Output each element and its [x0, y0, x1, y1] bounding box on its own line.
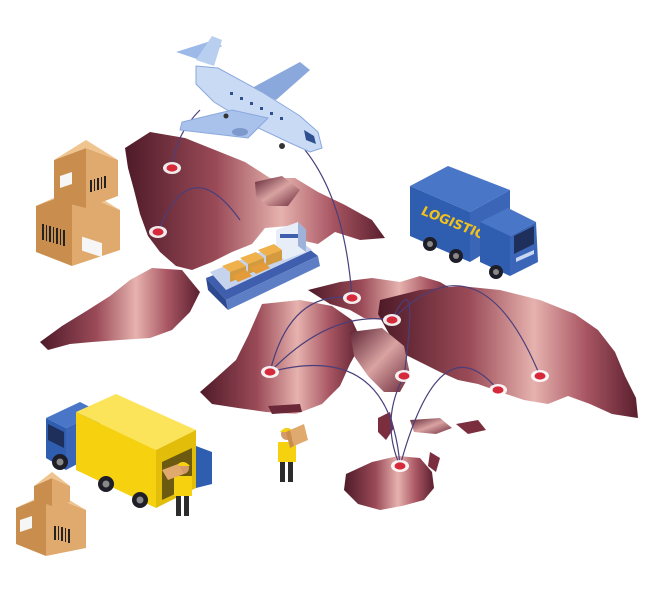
airplane-tail-fin	[196, 36, 222, 66]
islands-indonesia	[410, 418, 452, 434]
continent-australia	[344, 456, 434, 510]
route-plane-to-europe	[304, 149, 353, 299]
island-small	[268, 404, 302, 414]
route-europe-to-asia2	[391, 298, 411, 377]
route-asia2-to-australia	[399, 366, 499, 467]
barcode-icon	[42, 224, 65, 246]
route-europe-to-asia	[391, 285, 541, 377]
route-africa-to-europe	[269, 296, 353, 373]
continent-greenland	[255, 176, 300, 206]
continent-asia	[378, 286, 638, 418]
van-windshield	[48, 424, 64, 448]
route-na-to-na2	[157, 187, 241, 233]
pin	[489, 384, 507, 396]
worker-loading-van	[162, 462, 192, 516]
logistics-truck: LOGISTICS	[410, 166, 538, 279]
pin	[395, 370, 413, 382]
van-door	[196, 446, 212, 488]
route-plane-to-na	[171, 109, 201, 169]
airplane-cockpit	[304, 130, 316, 144]
pin	[163, 162, 181, 174]
barcode-icon	[54, 526, 70, 543]
continent-south-america	[40, 268, 200, 350]
pin	[343, 292, 361, 304]
pin	[391, 460, 409, 472]
continent-africa	[200, 300, 362, 414]
airplane-engine	[232, 128, 248, 136]
continent-north-america	[125, 132, 385, 270]
location-pins	[149, 162, 549, 472]
airplane-wheel	[279, 143, 285, 149]
pin	[383, 314, 401, 326]
truck-trailer-top	[410, 166, 510, 212]
truck-cab-top	[480, 208, 536, 236]
airplane-fuselage	[195, 65, 323, 153]
box-stack-top	[36, 140, 120, 266]
airplane-wing-far	[252, 62, 310, 100]
box-stack-bottom	[16, 472, 86, 556]
route-africa-to-australia	[269, 364, 401, 467]
barcode-icon	[90, 176, 106, 192]
pin	[149, 226, 167, 238]
route-africa-to-asia	[269, 318, 393, 373]
island-new-guinea	[456, 420, 486, 434]
cargo-ship	[206, 222, 320, 310]
truck-cab-side	[480, 222, 510, 276]
route-lines	[157, 109, 541, 467]
worker-carrying-box	[278, 424, 308, 482]
airplane-wheel	[223, 113, 229, 119]
island-new-zealand	[428, 452, 440, 472]
truck-windshield	[514, 226, 534, 254]
truck-trailer-side	[410, 186, 470, 262]
airplane	[176, 36, 323, 153]
airplane-windows	[230, 92, 283, 120]
ship-containers	[222, 244, 282, 282]
pin	[261, 366, 279, 378]
delivery-van	[46, 394, 212, 508]
pin	[531, 370, 549, 382]
van-box-top	[76, 394, 196, 450]
world-map	[40, 132, 638, 510]
van-box-side	[76, 412, 156, 508]
